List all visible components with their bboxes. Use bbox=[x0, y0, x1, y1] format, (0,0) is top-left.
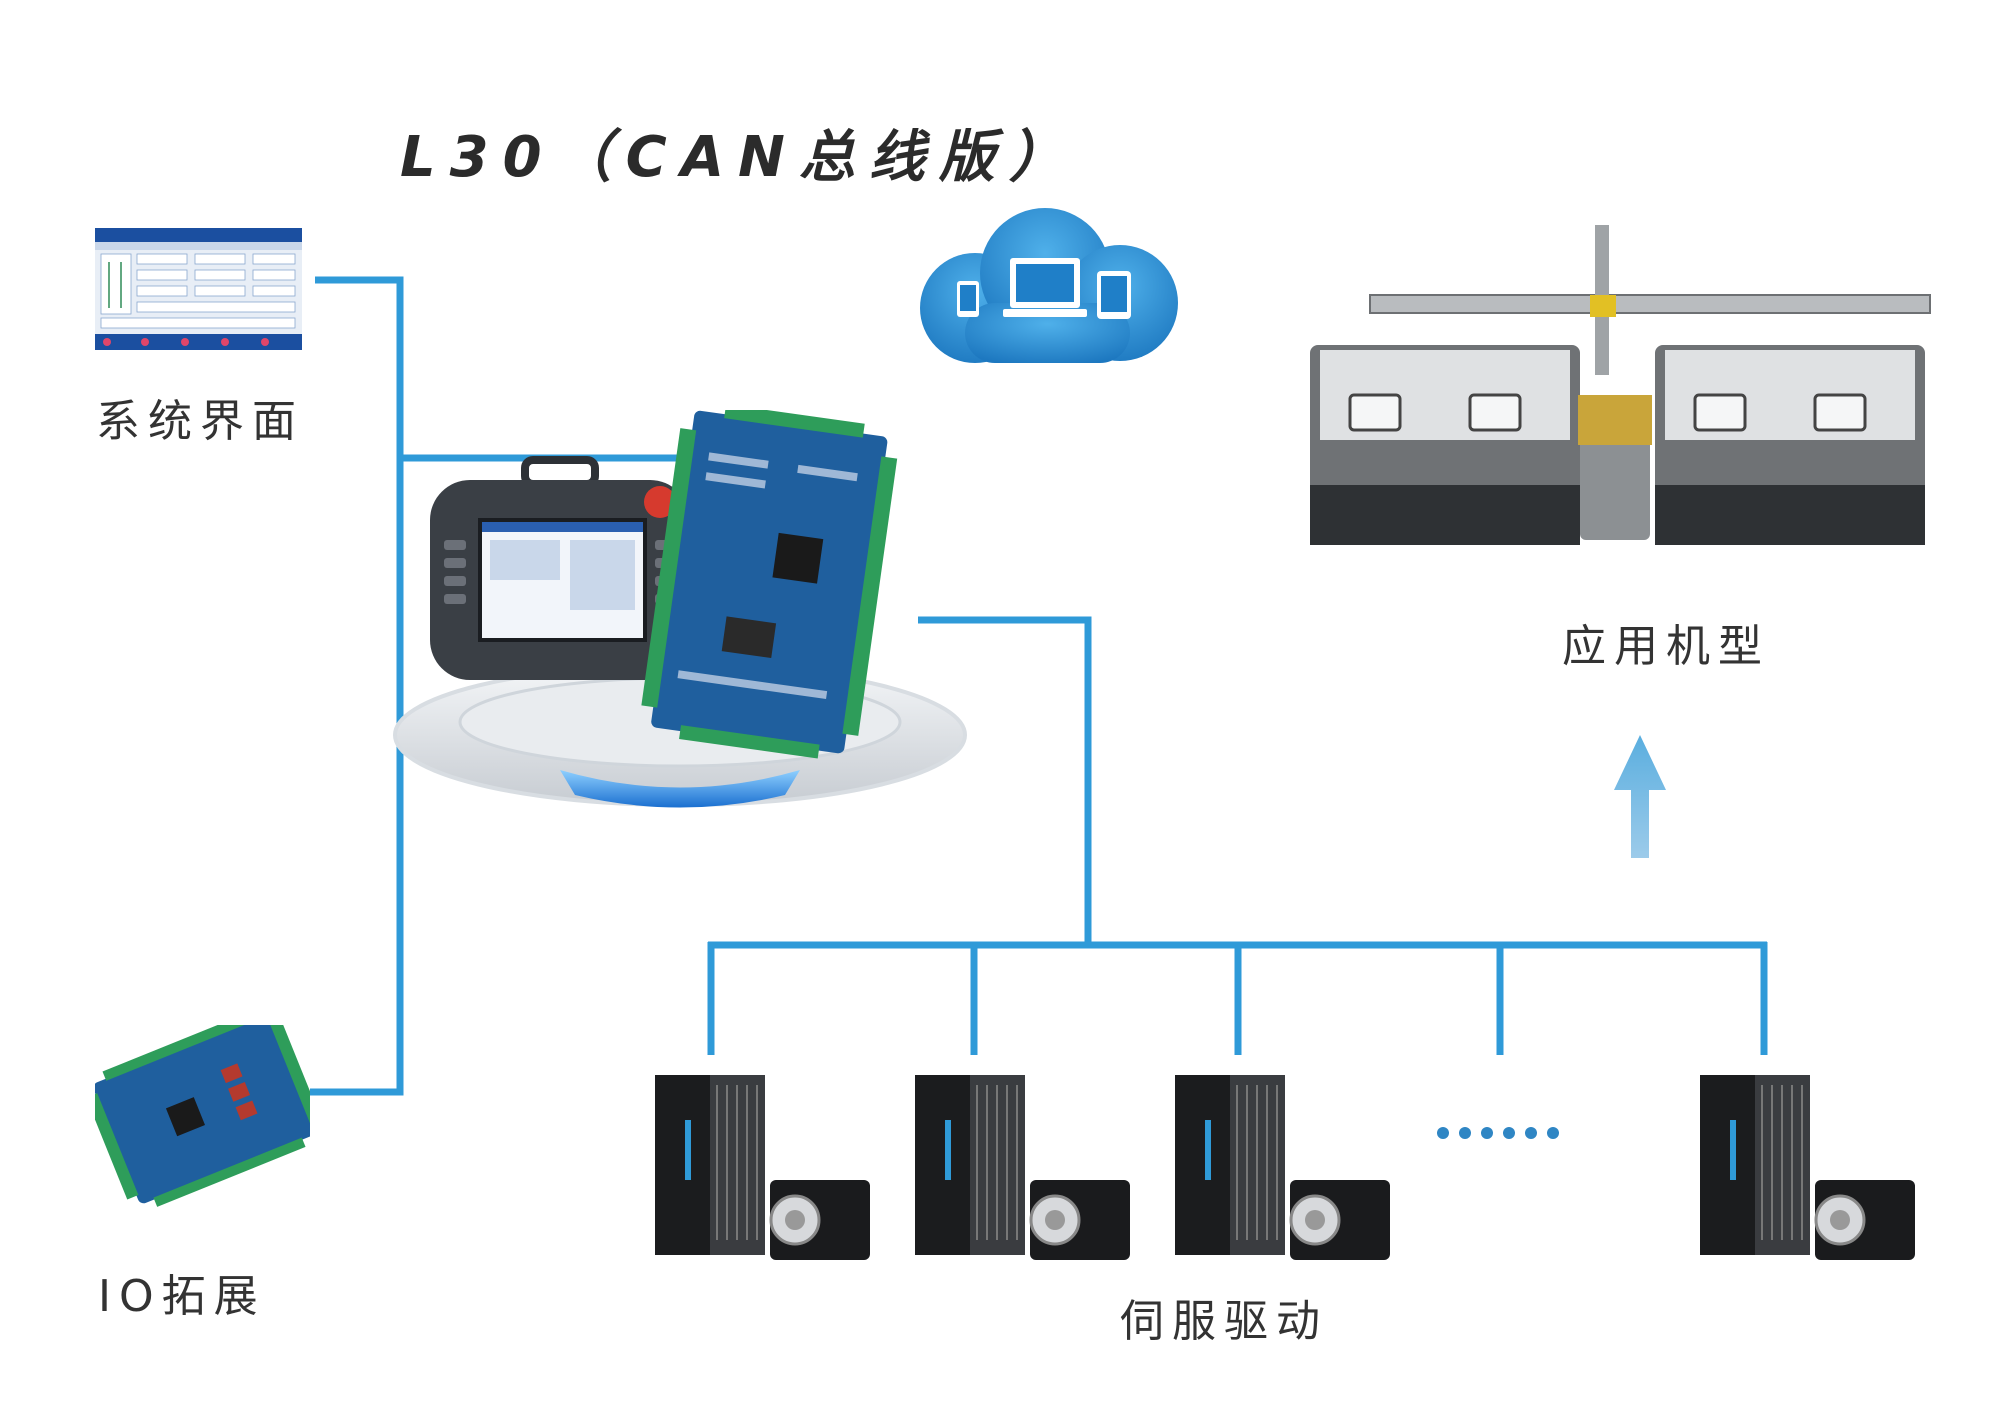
system-ui-screenshot bbox=[95, 228, 302, 350]
monitor-icon bbox=[1003, 258, 1087, 317]
phone-icon bbox=[957, 281, 979, 317]
cloud-icon bbox=[895, 203, 1195, 383]
system-ui-label: 系统界面 bbox=[96, 396, 304, 447]
application-label: 应用机型 bbox=[1562, 621, 1770, 672]
application-machine bbox=[1290, 225, 1945, 570]
up-arrow-icon bbox=[1614, 735, 1666, 858]
diagram-title: L30（CAN总线版） bbox=[400, 125, 1079, 190]
more-servos-ellipsis bbox=[1437, 1127, 1559, 1139]
servo-unit-4 bbox=[1700, 1070, 1915, 1260]
control-board bbox=[641, 404, 898, 759]
servo-unit-1 bbox=[655, 1070, 870, 1260]
io-expansion-board bbox=[86, 1011, 322, 1220]
tablet-icon bbox=[1097, 271, 1131, 319]
servo-drive-label: 伺服驱动 bbox=[1120, 1296, 1328, 1347]
servo-unit-2 bbox=[915, 1070, 1130, 1260]
servo-bus-riser bbox=[918, 616, 1092, 942]
io-expansion-label: IO拓展 bbox=[98, 1271, 266, 1322]
lathe-left bbox=[1310, 345, 1580, 545]
gantry-frame bbox=[1369, 225, 1931, 375]
left-bus-line bbox=[310, 276, 404, 1096]
parts-bin bbox=[1578, 395, 1652, 540]
servo-unit-3 bbox=[1175, 1070, 1390, 1260]
teach-pendant bbox=[430, 456, 690, 680]
lathe-right bbox=[1655, 345, 1925, 545]
controller-platform bbox=[390, 404, 970, 820]
